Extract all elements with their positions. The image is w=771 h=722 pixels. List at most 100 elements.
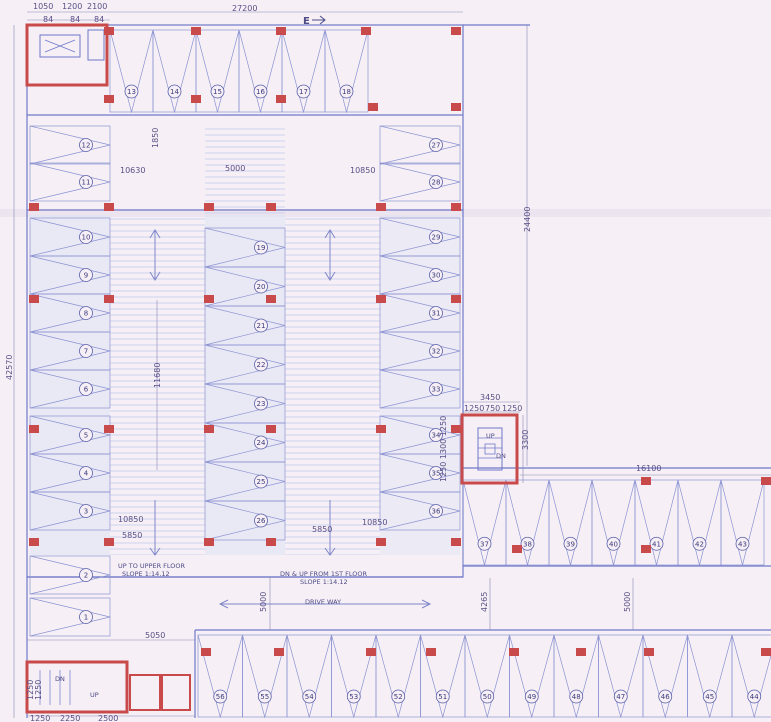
bay-number-circle (429, 306, 443, 320)
parking-bay: 20 (204, 266, 286, 307)
dim-bottom-1: 1250 (30, 714, 50, 722)
bay-number-circle (429, 382, 443, 396)
bay-number: 33 (432, 386, 441, 394)
column-marker (512, 545, 522, 553)
dim-stair-side: 1250 1300 1250 (439, 416, 448, 482)
column-marker (451, 538, 461, 546)
bay-number: 15 (213, 88, 222, 96)
bay-number-circle (692, 536, 707, 551)
column-marker (376, 538, 386, 546)
column-marker (509, 648, 519, 656)
north-arrow-icon (312, 15, 326, 25)
bay-number-circle (79, 466, 93, 480)
parking-bay: 11 (29, 162, 111, 202)
parking-bay: 35 (379, 453, 461, 493)
bay-number-circle (213, 689, 228, 704)
bay-number: 36 (432, 508, 441, 516)
dim-stair-sub-3: 1250 (502, 404, 522, 413)
parking-bay: 3 (29, 491, 111, 531)
parking-bay: 10 (29, 217, 111, 257)
bay-number-circle (524, 689, 539, 704)
bay-number: 53 (349, 693, 358, 701)
column-marker (644, 648, 654, 656)
note-stair-dn: DN (496, 452, 506, 460)
bay-number-circle (606, 536, 621, 551)
bay-number-circle (210, 84, 225, 99)
parking-bay: 17 (281, 29, 326, 114)
column-marker (641, 477, 651, 485)
column-marker (29, 295, 39, 303)
dim-stair-sub-2: 750 (485, 404, 500, 413)
parking-bay: 41 (634, 479, 679, 566)
column-marker (204, 425, 214, 433)
stair-core-bottom-left (25, 660, 191, 714)
bay-number: 54 (305, 693, 314, 701)
bay-number: 30 (432, 272, 441, 280)
dim-lower-3: 10850 (362, 518, 387, 527)
column-marker (376, 203, 386, 211)
bay-number: 8 (84, 310, 88, 318)
column-marker (29, 203, 39, 211)
bay-number-circle (346, 689, 361, 704)
dim-right-mid: 24400 (523, 207, 532, 232)
parking-bay: 27 (379, 125, 461, 165)
bay-number: 7 (84, 348, 88, 356)
parking-bay: 54 (286, 634, 332, 719)
parking-bay: 33 (379, 369, 461, 409)
bay-number-circle (520, 536, 535, 551)
column-marker (426, 648, 436, 656)
dim-aisle-left: 11680 (153, 363, 162, 388)
bay-number-circle (747, 689, 762, 704)
note-drive-way: DRIVE WAY (305, 598, 341, 606)
bay-number-circle (429, 175, 443, 189)
parking-bay: 37 (462, 479, 507, 566)
dim-sub-top-1: 84 (43, 15, 53, 24)
bay-number-circle (79, 428, 93, 442)
bay-number: 31 (432, 310, 441, 318)
dim-sub-top-3: 84 (94, 15, 104, 24)
north-arrow-label: E (303, 16, 310, 27)
column-marker (451, 425, 461, 433)
building-outline (26, 24, 771, 718)
parking-bay: 43 (720, 479, 765, 566)
dim-row-top-3: 5000 (225, 164, 245, 173)
bay-number: 51 (438, 693, 447, 701)
bay-number: 32 (432, 348, 441, 356)
note-stair-up: UP (486, 432, 495, 440)
dimension-labels: 1050 1200 2100 27200 84 84 84 42570 2440… (5, 2, 661, 722)
column-marker (104, 538, 114, 546)
dim-row-top-1: 1850 (151, 128, 160, 148)
bay-number: 38 (523, 540, 532, 548)
bay-number: 9 (84, 272, 88, 280)
bay-number-circle (79, 504, 93, 518)
bay-number-circle (79, 175, 93, 189)
dim-lower-1: 5850 (122, 531, 142, 540)
dim-top-overall: 27200 (232, 4, 257, 13)
note-up-slope: SLOPE 1:14.12 (122, 570, 170, 578)
bay-number-circle (563, 536, 578, 551)
bay-number: 2 (84, 572, 88, 580)
column-marker (266, 295, 276, 303)
dim-south-1: 5050 (145, 631, 165, 640)
bay-number: 56 (216, 693, 225, 701)
column-marker (201, 648, 211, 656)
parking-bay: 14 (152, 29, 197, 114)
bay-number: 5 (84, 432, 88, 440)
dim-bottom-3: 2500 (98, 714, 118, 722)
parking-bay: 18 (324, 29, 369, 114)
bay-number-circle (613, 689, 628, 704)
plan-notes: E UP TO UPPER FLOOR SLOPE 1:14.12 DN & U… (55, 16, 506, 699)
column-marker (361, 27, 371, 35)
dimension-lines (13, 11, 771, 718)
column-marker (451, 103, 461, 111)
bay-number-circle (254, 357, 268, 372)
bay-number: 43 (738, 540, 747, 548)
dim-bottom-2: 2250 (60, 714, 80, 722)
column-marker (451, 203, 461, 211)
note-dn-up: DN & UP FROM 1ST FLOOR (280, 570, 368, 578)
dim-row-top-4: 10850 (350, 166, 375, 175)
column-marker (641, 545, 651, 553)
parking-bay: 40 (591, 479, 636, 566)
